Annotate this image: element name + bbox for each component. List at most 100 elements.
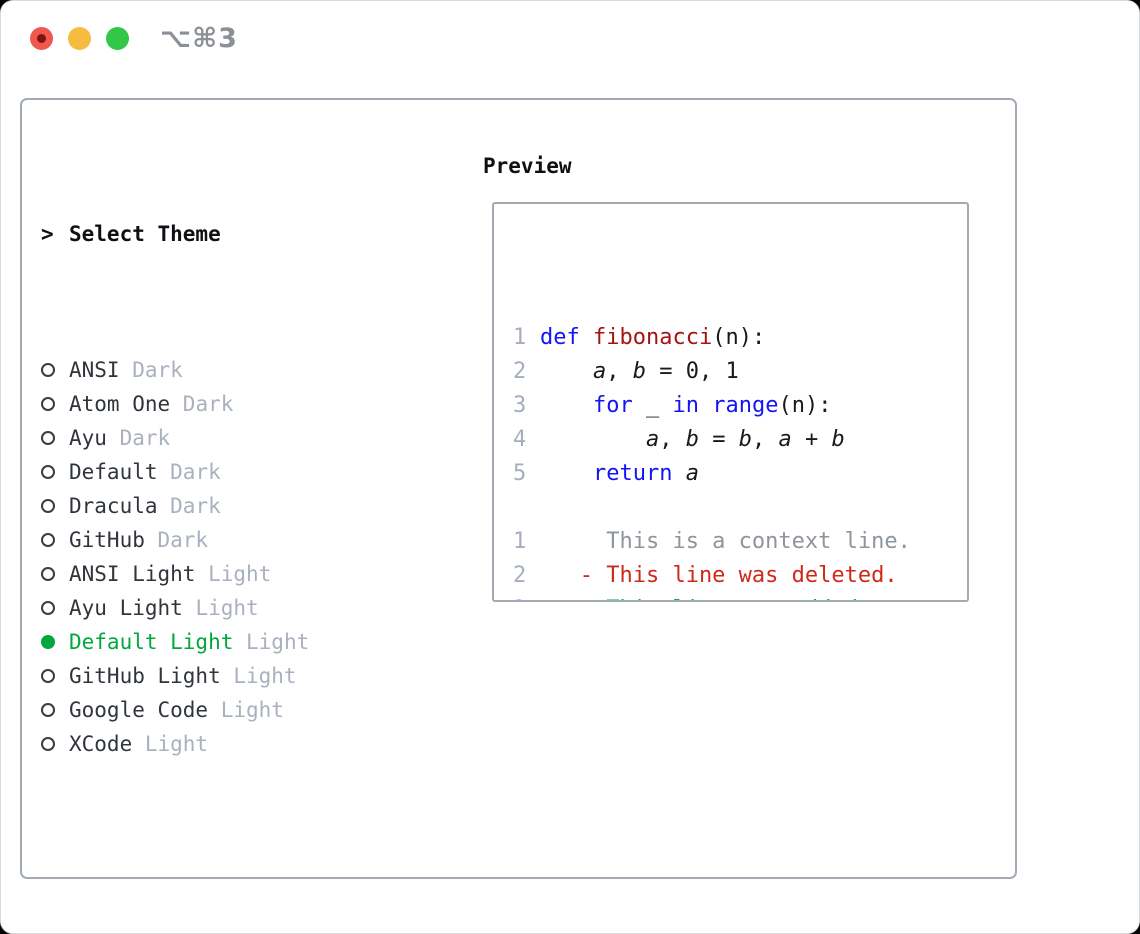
- window-title: ⌥⌘3: [160, 23, 238, 54]
- code-segment: a: [778, 427, 792, 452]
- preview-title: Preview: [483, 154, 572, 178]
- theme-variant: Dark: [119, 426, 171, 450]
- code-segment: [540, 359, 593, 384]
- radio-icon[interactable]: [41, 703, 55, 717]
- code-line: 1 This is a context line.: [513, 525, 967, 559]
- code-content: def fibonacci(n):: [540, 321, 765, 355]
- spacer: [41, 863, 481, 897]
- radio-icon[interactable]: [41, 499, 55, 513]
- theme-name: Default: [69, 460, 158, 484]
- radio-icon[interactable]: [41, 567, 55, 581]
- radio-icon[interactable]: [41, 363, 55, 377]
- theme-variant: Dark: [170, 460, 221, 484]
- code-line: 2 a, b = 0, 1: [513, 355, 967, 389]
- theme-variant: Light: [233, 664, 297, 688]
- radio-gutter: [41, 601, 69, 615]
- line-number: 2: [513, 563, 527, 588]
- code-segment: in: [672, 393, 699, 418]
- radio-gutter: [41, 669, 69, 683]
- radio-icon[interactable]: [41, 737, 55, 751]
- radio-icon[interactable]: [41, 397, 55, 411]
- theme-option-default-light-light[interactable]: Default Light Light: [41, 625, 481, 659]
- theme-variant: Light: [246, 630, 310, 654]
- select-theme-header: > Select Theme: [41, 217, 481, 251]
- code-segment: [580, 325, 593, 350]
- zoom-button[interactable]: [106, 27, 129, 50]
- radio-selected-icon[interactable]: [41, 635, 55, 649]
- radio-icon[interactable]: [41, 431, 55, 445]
- line-number: 4: [513, 427, 527, 452]
- theme-name: ANSI: [69, 358, 120, 382]
- radio-gutter: [41, 363, 69, 377]
- code-segment: b: [831, 427, 845, 452]
- theme-option-xcode-light[interactable]: XCode Light: [41, 727, 481, 761]
- radio-gutter: [41, 635, 69, 649]
- line-number: 1: [513, 529, 527, 554]
- radio-icon[interactable]: [41, 601, 55, 615]
- code-content: - This line was deleted.: [540, 559, 898, 593]
- code-content: for _ in range(n):: [540, 389, 831, 423]
- radio-gutter: [41, 703, 69, 717]
- radio-gutter: [41, 533, 69, 547]
- code-segment: for: [592, 393, 633, 418]
- code-segment: [672, 461, 685, 486]
- code-segment: range: [712, 393, 779, 418]
- radio-gutter: [41, 397, 69, 411]
- theme-name: Ayu: [69, 426, 107, 450]
- code-content: This is a context line.: [540, 525, 911, 559]
- code-segment: - This line was deleted.: [540, 563, 898, 588]
- traffic-lights: [30, 27, 129, 50]
- line-number: 2: [513, 593, 540, 600]
- code-segment: def: [540, 325, 580, 350]
- radio-icon[interactable]: [41, 465, 55, 479]
- select-theme-title: Select Theme: [69, 222, 221, 246]
- radio-gutter: [41, 567, 69, 581]
- code-line: 2 - This line was deleted.: [513, 559, 967, 593]
- minimize-button[interactable]: [68, 27, 91, 50]
- radio-icon[interactable]: [41, 669, 55, 683]
- code-line: 5 return a: [513, 457, 967, 491]
- code-content: a, b = 0, 1: [540, 355, 739, 389]
- code-segment: return: [592, 461, 673, 486]
- code-content: return a: [540, 457, 699, 491]
- code-segment: [699, 393, 712, 418]
- line-number: [513, 491, 540, 525]
- code-line: [513, 491, 967, 525]
- theme-variant: Light: [144, 732, 209, 756]
- theme-name: Ayu Light: [69, 596, 183, 620]
- code-segment: a: [645, 427, 660, 452]
- window-titlebar: ⌥⌘3: [1, 1, 1139, 98]
- code-segment: + This line was added.: [540, 597, 871, 600]
- theme-variant: Dark: [157, 528, 209, 552]
- code-segment: fibonacci: [593, 325, 713, 350]
- radio-gutter: [41, 465, 69, 479]
- code-segment: [540, 461, 593, 486]
- theme-variant: Dark: [182, 392, 234, 416]
- theme-name: Default Light: [69, 630, 234, 654]
- theme-option-default-dark[interactable]: Default Dark: [41, 455, 481, 489]
- code-line: 3 for _ in range(n):: [513, 389, 967, 423]
- code-segment: a: [592, 359, 607, 384]
- line-number: 5: [513, 461, 527, 486]
- radio-icon[interactable]: [41, 533, 55, 547]
- theme-option-ayu-dark[interactable]: Ayu Dark: [41, 421, 481, 455]
- theme-name: XCode: [69, 732, 133, 756]
- code-segment: _: [632, 393, 673, 418]
- theme-variant: Light: [208, 562, 272, 586]
- close-button[interactable]: [30, 27, 53, 50]
- code-segment: a: [685, 461, 699, 486]
